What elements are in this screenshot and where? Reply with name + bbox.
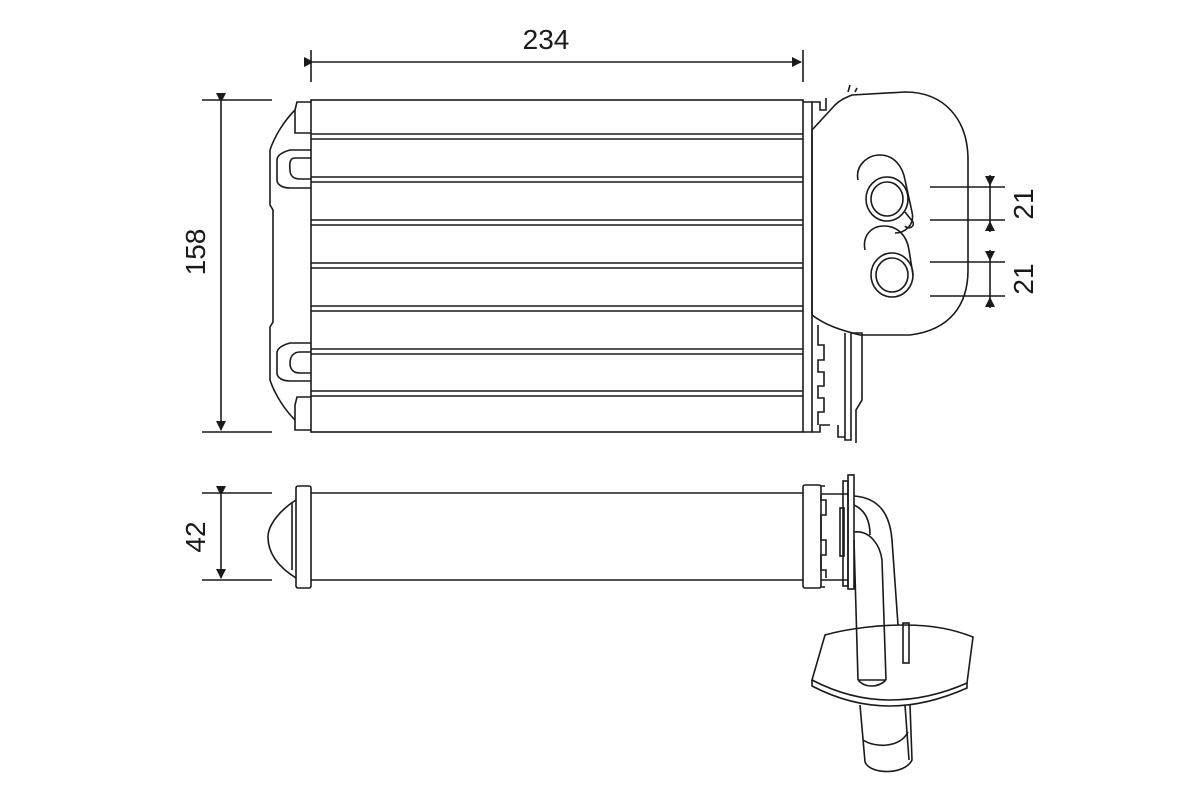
dimension-height (202, 93, 272, 433)
core-top-view (267, 474, 974, 773)
dimension-width-label: 234 (523, 24, 570, 55)
dimension-depth (202, 486, 272, 581)
dimension-width (304, 50, 804, 82)
dimension-depth-label: 42 (180, 521, 211, 552)
dimension-pipe-lower-label: 21 (1008, 263, 1039, 294)
dimension-pipe-spacing (930, 175, 1005, 308)
dimension-height-label: 158 (180, 229, 211, 276)
dimension-pipe-upper-label: 21 (1008, 188, 1039, 219)
core-front-view (269, 84, 969, 443)
